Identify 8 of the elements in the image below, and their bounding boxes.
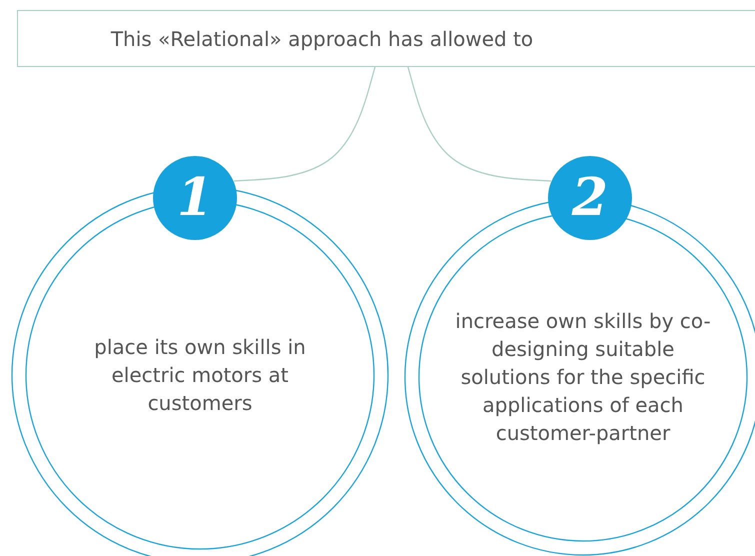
circle-text: place its own skills in electric motors at customers (93, 334, 307, 417)
heading-box (17, 10, 755, 67)
circle-text: increase own skills by co-designing suitable solutions for the specific applications of each customer-partner (454, 308, 712, 447)
step-number: 1 (176, 172, 214, 224)
step-number: 2 (572, 172, 608, 224)
connector-curve (407, 66, 552, 182)
heading-text: This «Relational» approach has allowed to (110, 26, 534, 50)
connector-curve (234, 66, 376, 182)
